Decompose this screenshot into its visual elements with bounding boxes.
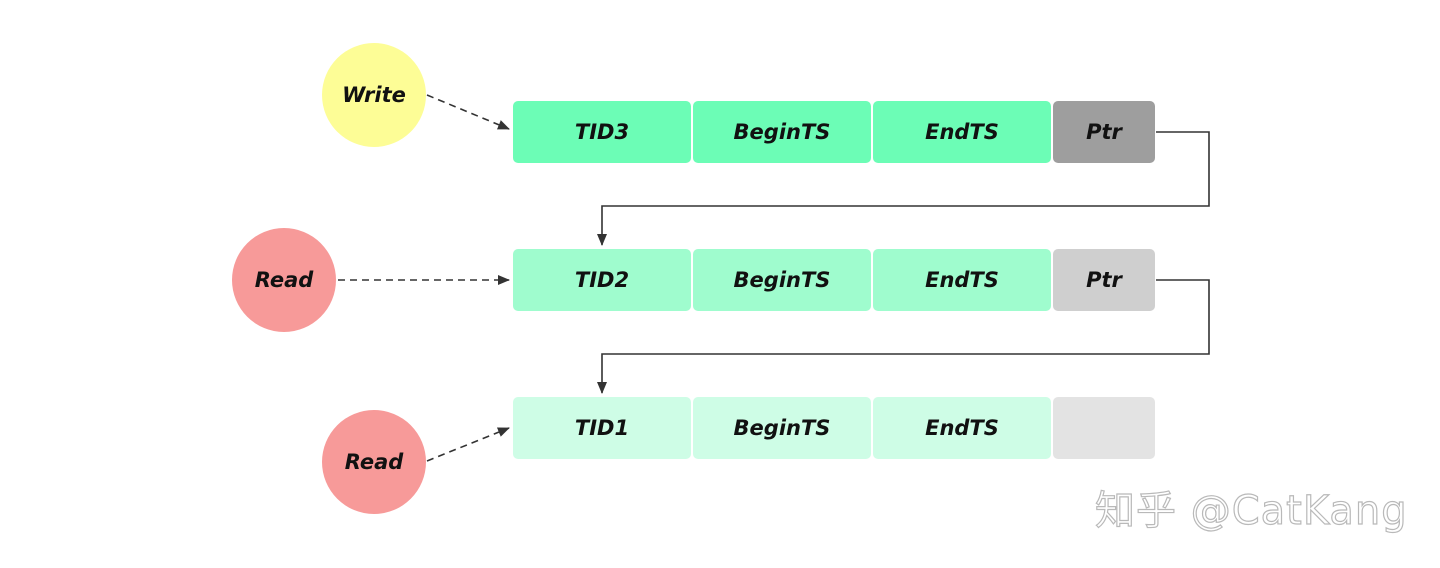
ptr-cell-empty: [1053, 397, 1155, 459]
end-ts-cell: EndTS: [873, 249, 1051, 311]
ptr2-to-tid1-link: [597, 279, 1210, 394]
tid-cell: TID3: [513, 101, 691, 163]
tid-cell: TID1: [513, 397, 691, 459]
write-to-tid3-arrow: [426, 94, 510, 130]
write-label: Write: [342, 83, 406, 107]
ptr3-to-tid2-link: [597, 131, 1210, 246]
watermark: 知乎 @CatKang: [1094, 487, 1408, 534]
begin-ts-cell: BeginTS: [693, 249, 871, 311]
read-label-bottom: Read: [344, 450, 404, 474]
ptr-cell: Ptr: [1053, 249, 1155, 311]
end-ts-cell: EndTS: [873, 101, 1051, 163]
begin-ts-cell: BeginTS: [693, 101, 871, 163]
read-label-top: Read: [254, 268, 314, 292]
read-transaction-node-bottom: Read: [322, 410, 426, 514]
read-to-tid1-arrow: [426, 427, 510, 462]
ptr-cell: Ptr: [1053, 101, 1155, 163]
version-record-tid1: TID1 BeginTS EndTS: [513, 397, 1155, 459]
write-transaction-node: Write: [322, 43, 426, 147]
read-transaction-node-top: Read: [232, 228, 336, 332]
begin-ts-cell: BeginTS: [693, 397, 871, 459]
version-record-tid3: TID3 BeginTS EndTS Ptr: [513, 101, 1155, 163]
end-ts-cell: EndTS: [873, 397, 1051, 459]
tid-cell: TID2: [513, 249, 691, 311]
version-record-tid2: TID2 BeginTS EndTS Ptr: [513, 249, 1155, 311]
